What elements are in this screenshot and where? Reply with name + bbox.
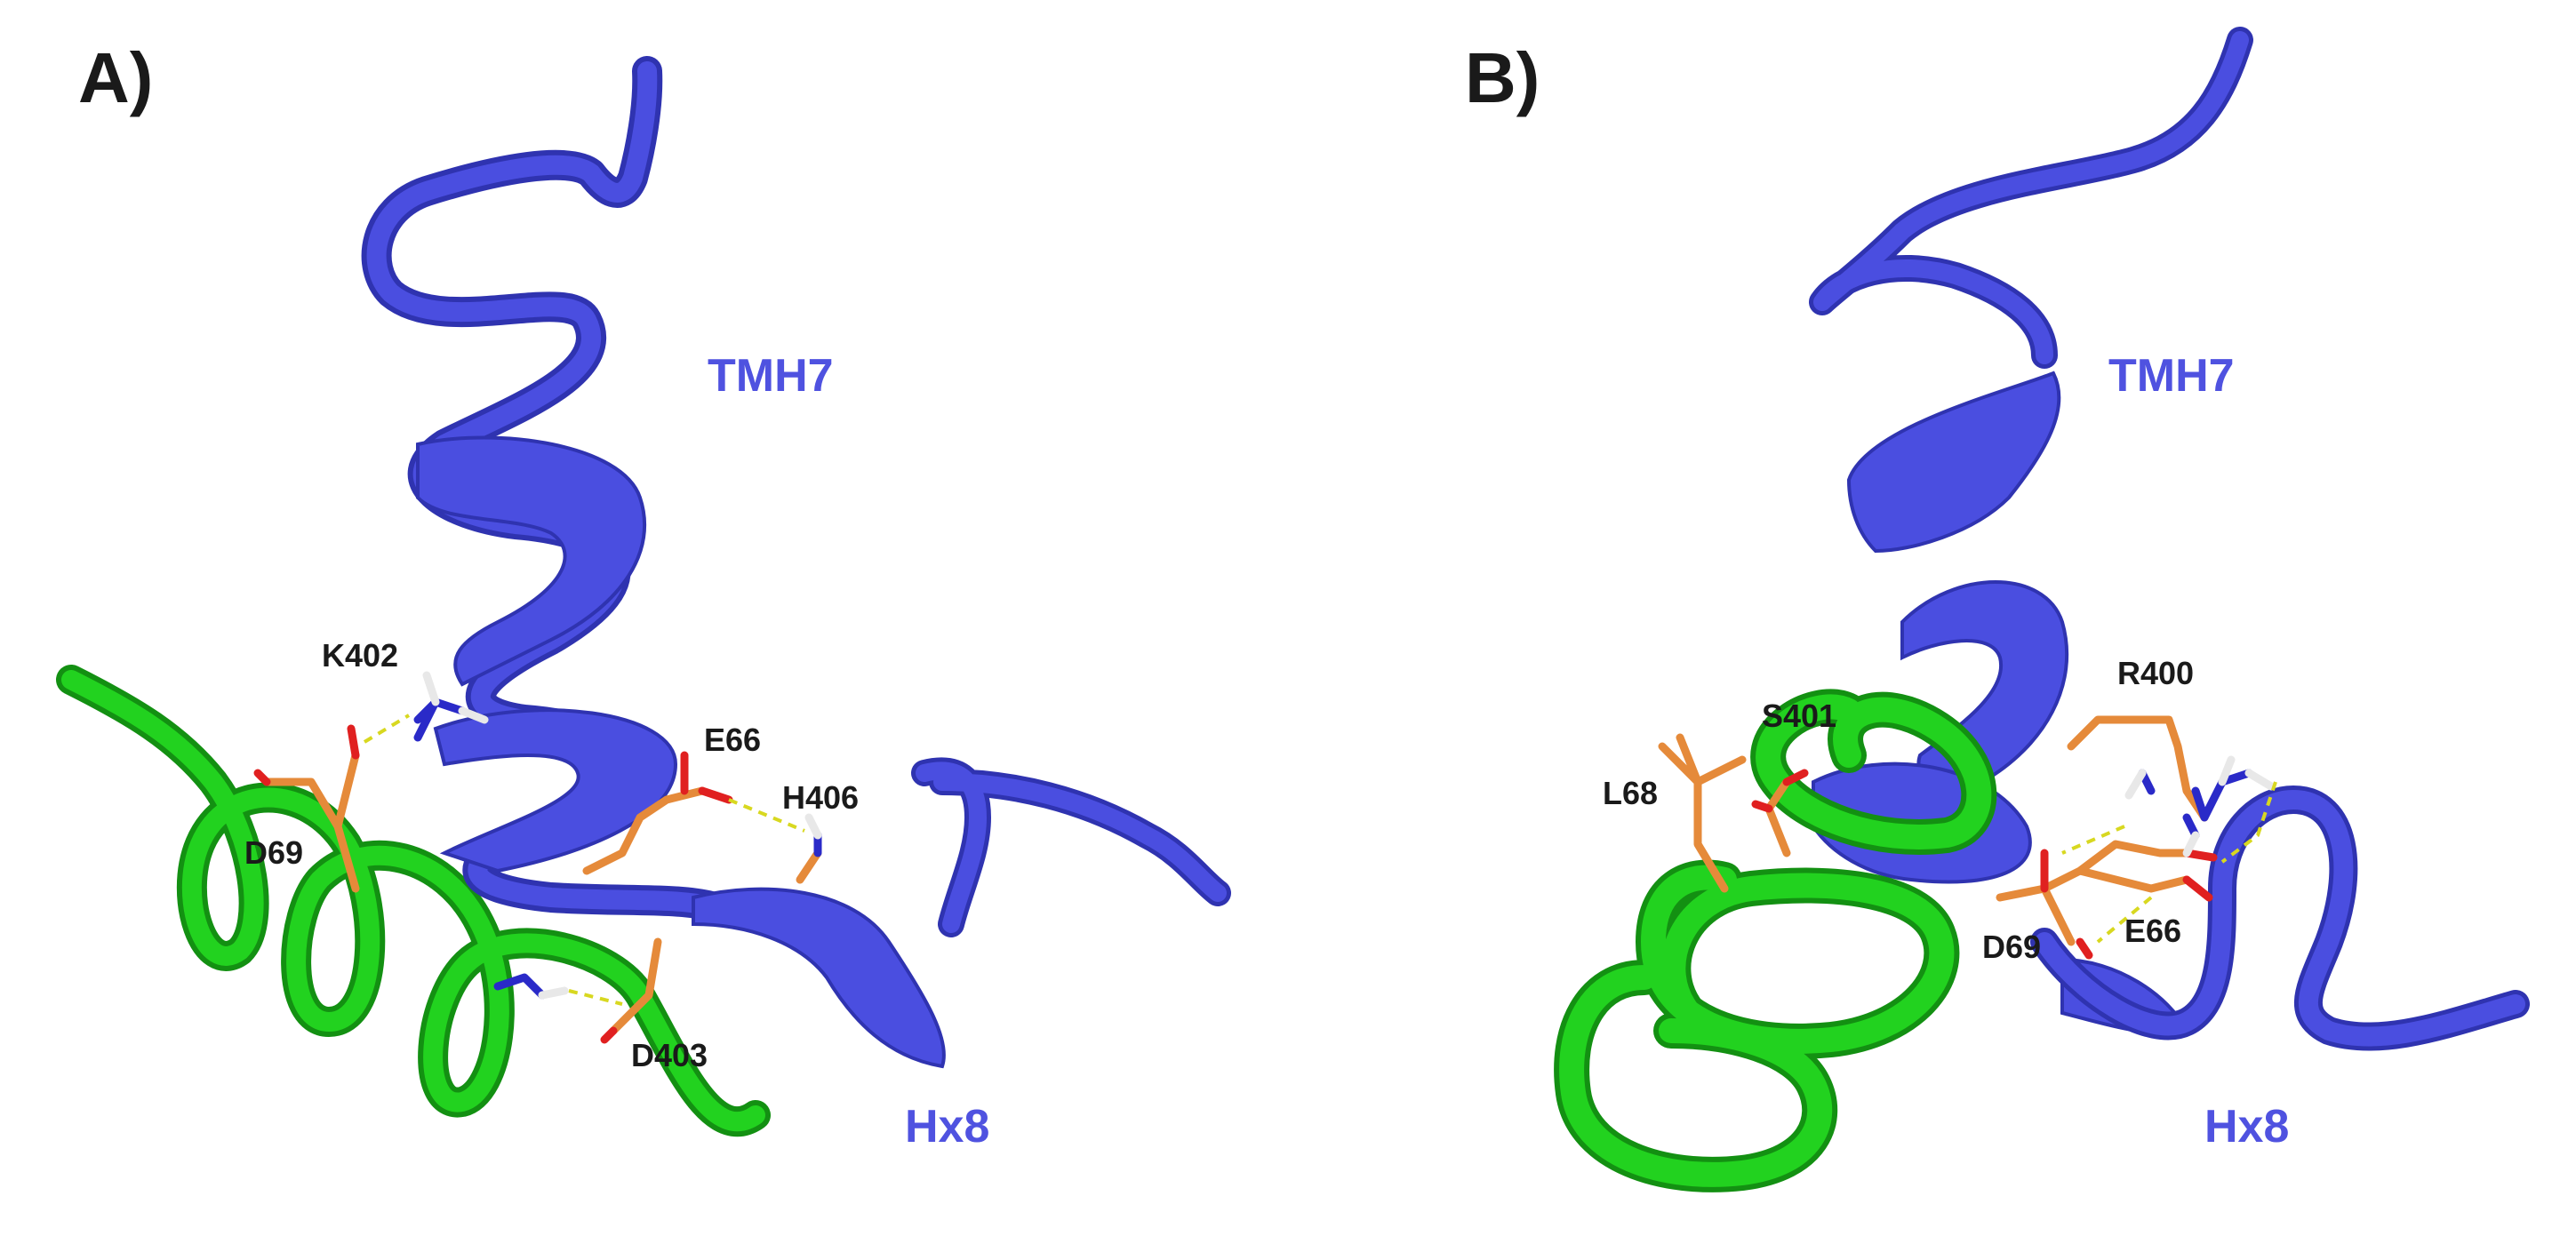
panel-b-receptor-ribbon bbox=[1809, 27, 2530, 1051]
panel-a-residue-d69: D69 bbox=[244, 834, 303, 871]
panel-b-side-chains bbox=[1658, 715, 2276, 960]
panel-a-residue-h406: H406 bbox=[782, 779, 859, 816]
panel-a-residue-k402: K402 bbox=[322, 637, 398, 674]
panel-a-hx8-helix-body bbox=[692, 887, 946, 1069]
panel-b-label: B) bbox=[1465, 38, 1540, 117]
panel-b-tmh7-label: TMH7 bbox=[2108, 350, 2235, 402]
panel-a-residue-e66: E66 bbox=[704, 722, 761, 758]
panel-a: A) bbox=[56, 38, 1231, 1152]
panel-b-residue-r400: R400 bbox=[2117, 655, 2194, 691]
panel-a-tmh7-helix-body bbox=[416, 435, 646, 687]
panel-a-peptide-helix bbox=[56, 665, 771, 1137]
panel-a-d403-stick bbox=[609, 937, 662, 1035]
panel-b-hx8-label: Hx8 bbox=[2204, 1101, 2289, 1152]
panel-b-tmh7-helix-body bbox=[1846, 371, 2061, 554]
panel-a-tmh7-label: TMH7 bbox=[708, 350, 834, 402]
panel-a-h406-stick bbox=[796, 849, 822, 884]
panel-a-hx8-label: Hx8 bbox=[905, 1101, 989, 1152]
panel-b-r400-stick bbox=[2067, 715, 2209, 822]
panel-b-residue-d69: D69 bbox=[1982, 929, 2041, 965]
panel-a-residue-d403: D403 bbox=[631, 1037, 708, 1073]
panel-a-side-chains bbox=[253, 671, 822, 1044]
panel-b-residue-s401: S401 bbox=[1762, 698, 1836, 734]
panel-a-hbonds bbox=[363, 714, 805, 1006]
panel-b-residue-l68: L68 bbox=[1603, 775, 1658, 811]
panel-a-e66-stick bbox=[582, 786, 707, 875]
panel-a-label: A) bbox=[78, 38, 153, 117]
panel-b-l68-stick bbox=[1658, 733, 1747, 893]
panel-a-d69-stick bbox=[262, 751, 360, 893]
panel-b-d69-e66-stick bbox=[1996, 840, 2191, 946]
panel-b-hbonds bbox=[2061, 781, 2277, 944]
panel-b-residue-e66: E66 bbox=[2124, 913, 2181, 949]
panel-b: B) bbox=[1465, 27, 2530, 1192]
panel-a-receptor-ribbon bbox=[361, 56, 1231, 1069]
panel-b-peptide-helix bbox=[1554, 689, 1997, 1192]
